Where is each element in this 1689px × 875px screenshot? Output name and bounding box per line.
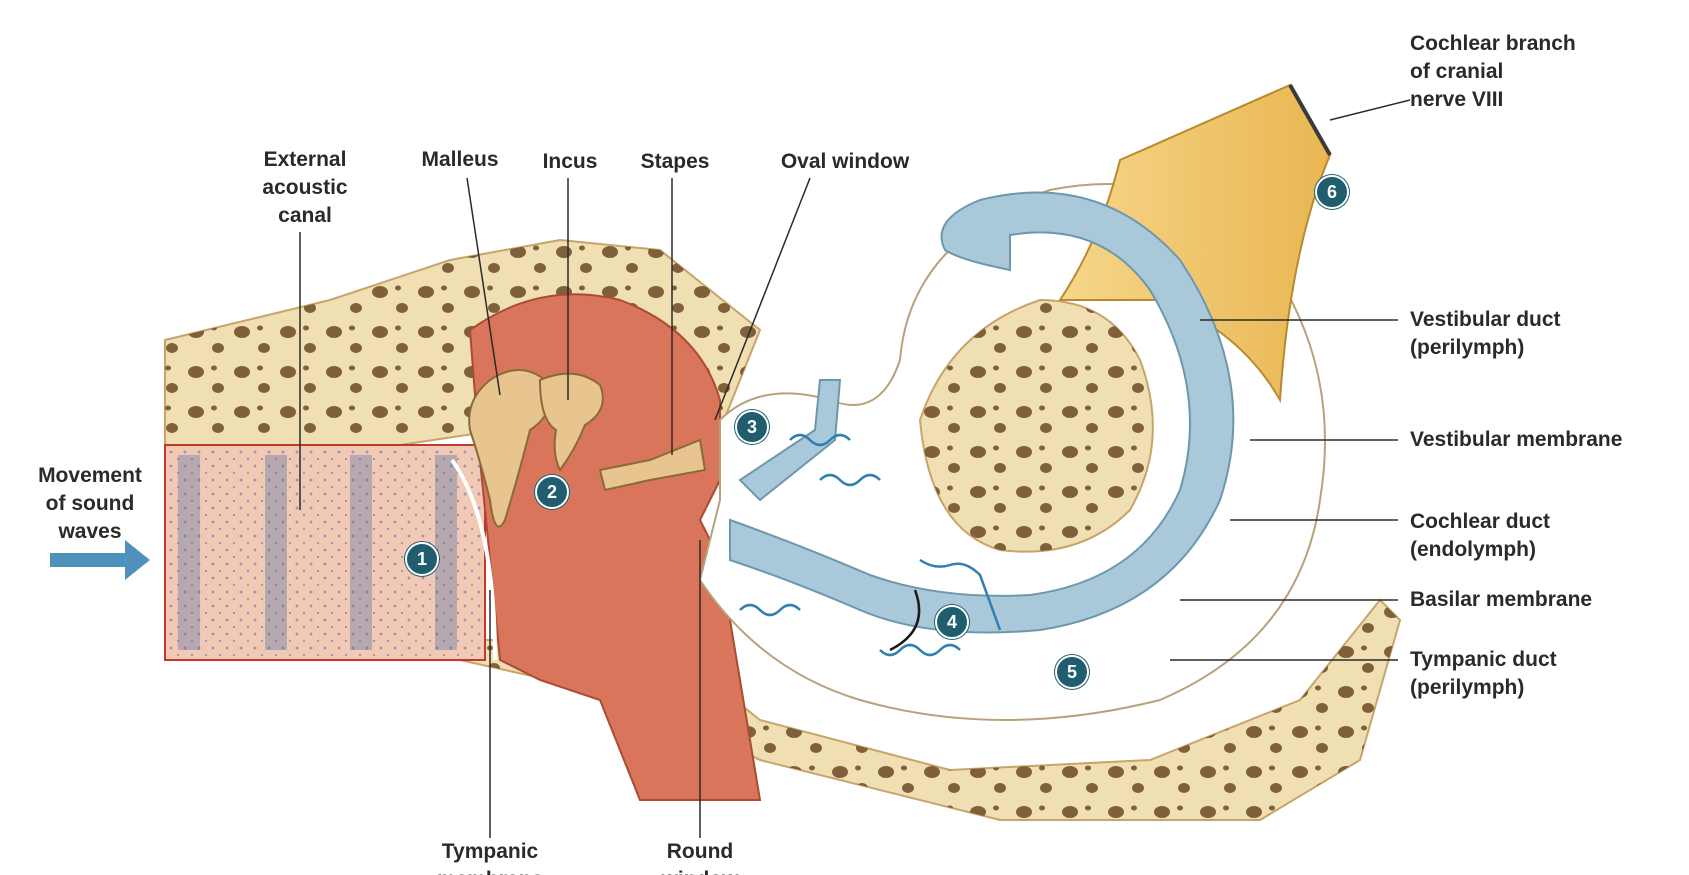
- label-tympanic-membrane: Tympanic membrane: [420, 838, 560, 875]
- label-tympanic-duct: Tympanic duct (perilymph): [1410, 646, 1557, 702]
- label-oval-window: Oval window: [765, 148, 925, 176]
- label-incus: Incus: [530, 148, 610, 176]
- step-marker-4: 4: [935, 605, 969, 639]
- sound-arrow-icon: [50, 540, 150, 580]
- step-marker-5: 5: [1055, 655, 1089, 689]
- step-marker-6: 6: [1315, 175, 1349, 209]
- label-cochlear-duct: Cochlear duct (endolymph): [1410, 508, 1550, 564]
- label-stapes: Stapes: [630, 148, 720, 176]
- label-cochlear-branch: Cochlear branch of cranial nerve VIII: [1410, 30, 1576, 114]
- label-external-acoustic-canal: External acoustic canal: [245, 146, 365, 230]
- step-marker-3: 3: [735, 410, 769, 444]
- label-vestibular-membrane: Vestibular membrane: [1410, 426, 1622, 454]
- label-movement-of-sound-waves: Movement of sound waves: [30, 462, 150, 546]
- label-vestibular-duct: Vestibular duct (perilymph): [1410, 306, 1561, 362]
- label-basilar-membrane: Basilar membrane: [1410, 586, 1592, 614]
- step-marker-1: 1: [405, 542, 439, 576]
- label-round-window: Round window: [640, 838, 760, 875]
- step-marker-2: 2: [535, 475, 569, 509]
- label-malleus: Malleus: [410, 146, 510, 174]
